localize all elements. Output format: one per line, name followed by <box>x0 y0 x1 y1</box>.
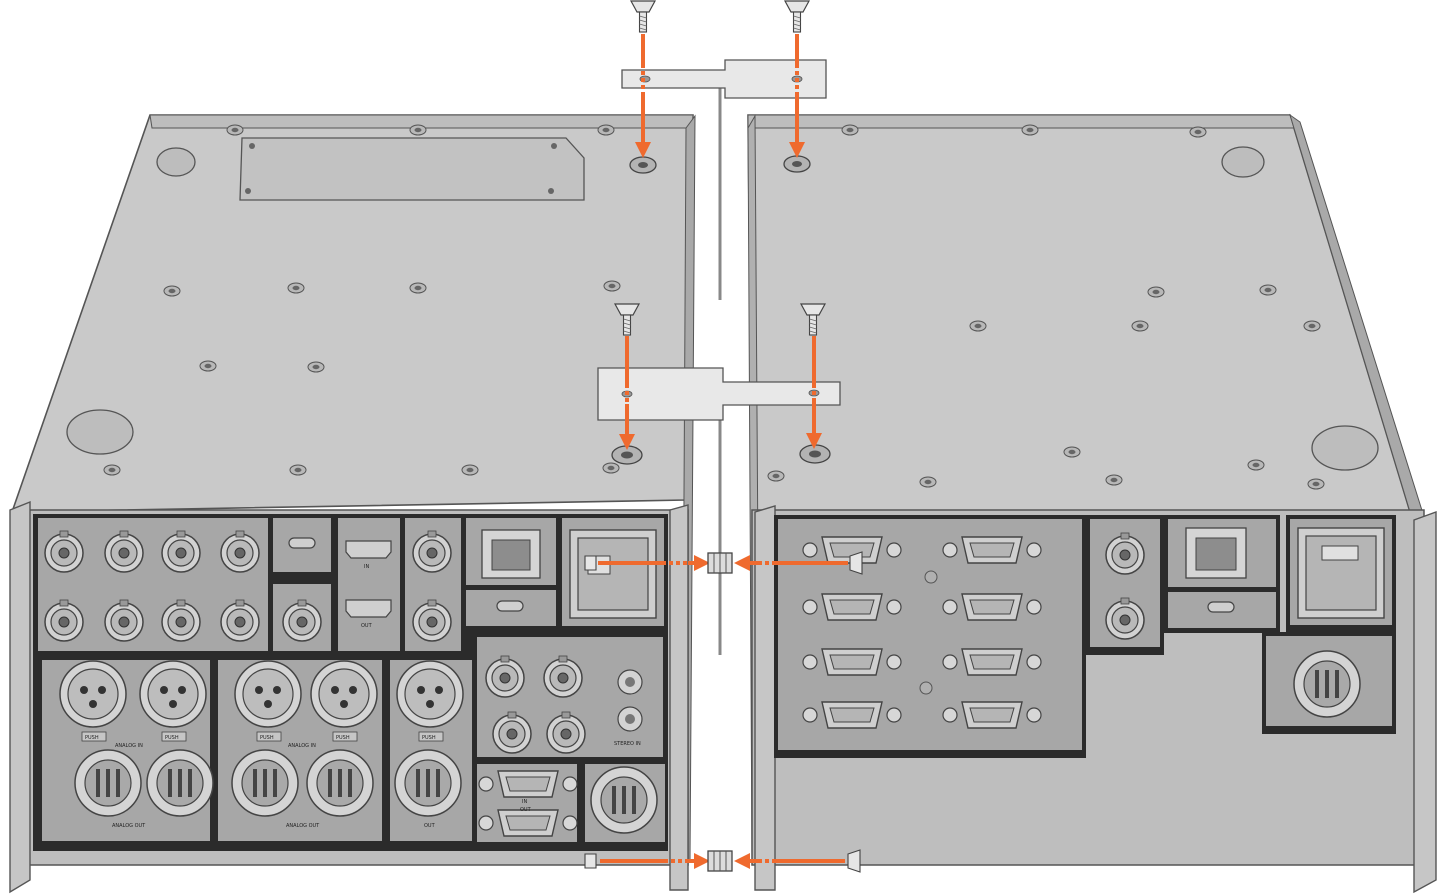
assembly-arrows <box>598 34 848 861</box>
push-label-5: PUSH <box>422 735 436 741</box>
right-unit <box>747 113 1437 894</box>
analog-in-label-mid: ANALOG IN <box>288 743 316 749</box>
left-rack-ear-right <box>669 504 689 891</box>
right-foot-rear <box>1221 146 1265 178</box>
screw-top-left <box>630 0 656 33</box>
screw-top-right <box>784 0 810 33</box>
right-usb-port <box>1207 601 1235 613</box>
side-screws <box>584 551 863 873</box>
left-unit: IN OUT PUSH PUSH PUSH PUSH PUSH ANALOG I… <box>9 114 696 894</box>
stereo-in-label: STEREO IN <box>614 741 641 747</box>
hdmi-out-label: OUT <box>361 623 373 629</box>
left-rack-ear-left <box>9 500 31 894</box>
hdmi-out-port <box>345 599 392 618</box>
analog-out-label-left: ANALOG OUT <box>112 823 146 829</box>
analog-in-label-left: ANALOG IN <box>115 743 143 749</box>
out-label-left: OUT <box>424 823 436 829</box>
top-joining-bracket <box>621 59 827 300</box>
hdmi-in-port <box>345 540 392 559</box>
push-label-2: PUSH <box>165 735 179 741</box>
right-rack-ear-right <box>1413 511 1437 894</box>
side-coupler-lower <box>707 850 733 872</box>
left-usb-port-2 <box>496 600 524 612</box>
left-access-plate <box>239 137 585 201</box>
rs422-in-label: IN <box>522 799 527 805</box>
push-label-1: PUSH <box>85 735 99 741</box>
push-label-4: PUSH <box>336 735 350 741</box>
left-usb-port <box>288 537 316 549</box>
hdmi-in-label: IN <box>364 564 369 570</box>
rs422-out-label: OUT <box>520 807 532 813</box>
left-foot-front <box>66 409 134 455</box>
analog-out-label-mid: ANALOG OUT <box>286 823 320 829</box>
right-foot-front <box>1311 425 1379 471</box>
right-rack-ear-left <box>754 505 776 891</box>
left-foot-rear <box>156 147 196 177</box>
push-label-3: PUSH <box>260 735 274 741</box>
side-coupler-upper <box>707 552 733 574</box>
